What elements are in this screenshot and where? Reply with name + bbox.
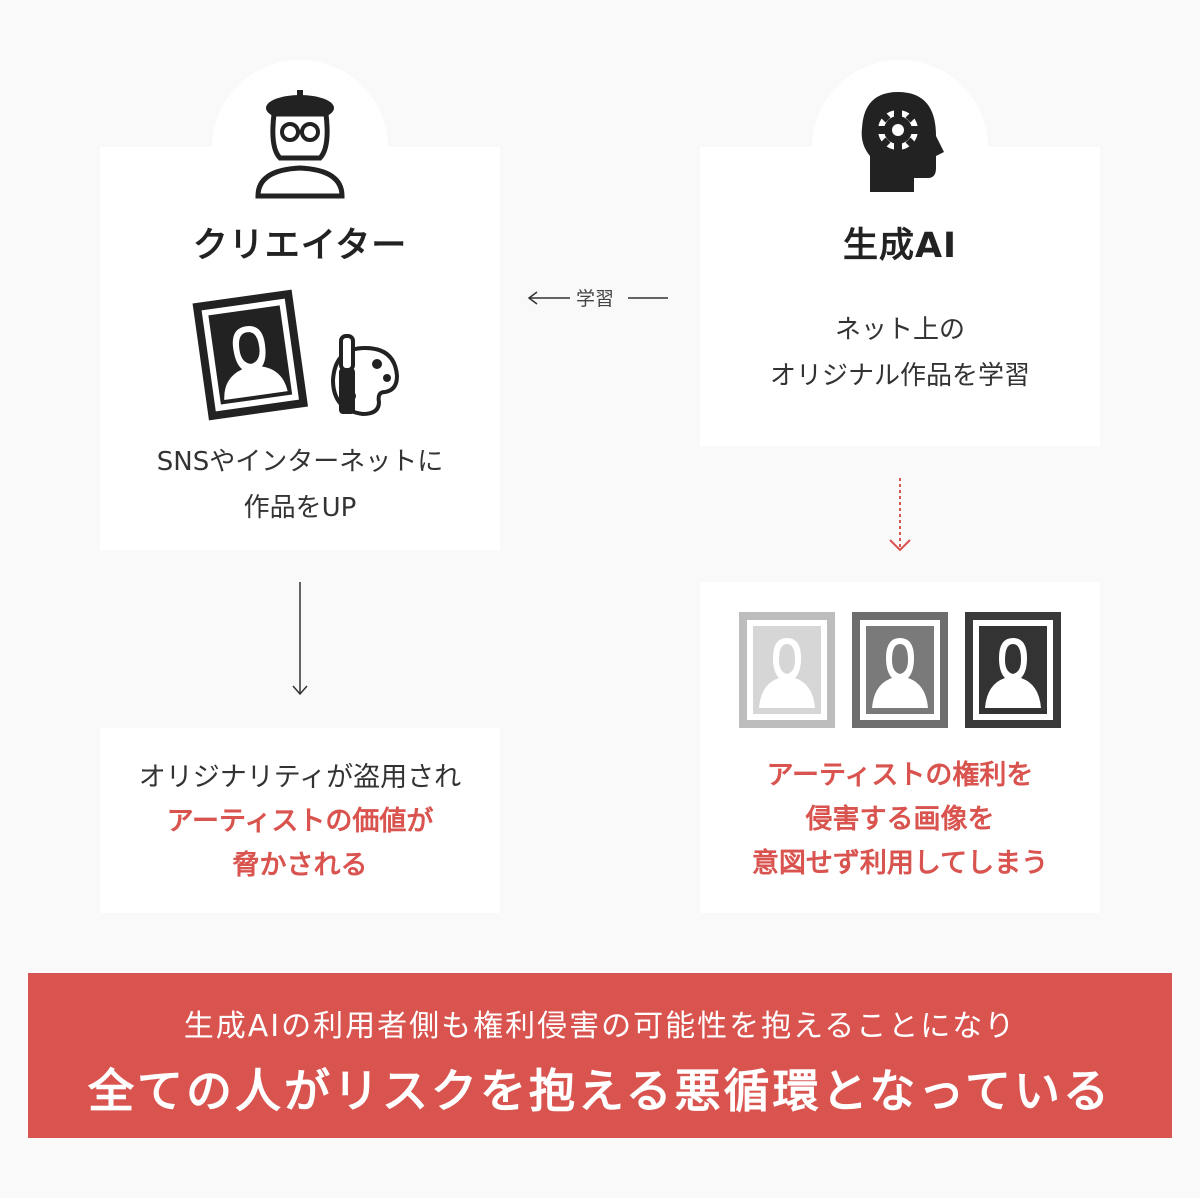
creator-title: クリエイター — [192, 226, 408, 266]
ai-result-text: アーティストの権利を 侵害する画像を 意図せず利用してしまう — [700, 754, 1100, 886]
ai-result-line3: 意図せず利用してしまう — [751, 848, 1049, 879]
creator-description-line2: 作品をUP — [243, 493, 357, 523]
palette-brush-icon — [330, 334, 400, 417]
creator-result-line2: アーティストの価値が — [166, 806, 434, 837]
ai-card: 生成AI ネット上の オリジナル作品を学習 — [700, 147, 1100, 446]
conclusion-banner: 生成AIの利用者側も権利侵害の可能性を抱えることになり 全ての人がリスクを抱える… — [28, 973, 1172, 1138]
ai-result-line2: 侵害する画像を — [805, 804, 995, 835]
portrait-frame-medium — [852, 612, 948, 728]
creator-result-text: オリジナリティが盗用され アーティストの価値が 脅かされる — [100, 756, 500, 888]
ai-description-line1: ネット上の — [834, 315, 965, 345]
ai-head-gear-icon — [861, 92, 944, 192]
creator-result-line3: 脅かされる — [232, 850, 368, 881]
learn-label: 学習 — [575, 288, 614, 310]
creator-card: クリエイター SNSやインターネットに 作品をUP — [100, 147, 500, 550]
portrait-frame-dark — [965, 612, 1061, 728]
creator-result-line1: オリジナリティが盗用され — [138, 762, 462, 793]
banner-line1: 生成AIの利用者側も権利侵害の可能性を抱えることになり — [183, 1009, 1017, 1044]
creator-description: SNSやインターネットに 作品をUP — [100, 439, 500, 531]
ai-description: ネット上の オリジナル作品を学習 — [700, 307, 1100, 399]
creator-result-card: オリジナリティが盗用され アーティストの価値が 脅かされる — [100, 728, 500, 913]
artist-icon — [255, 90, 345, 199]
ai-down-arrow — [889, 478, 911, 552]
portrait-frame-light — [739, 612, 835, 728]
banner-line2: 全ての人がリスクを抱える悪循環となっている — [88, 1064, 1112, 1118]
framed-portrait-icon — [192, 289, 309, 421]
learn-arrow — [527, 291, 668, 305]
creator-description-line1: SNSやインターネットに — [156, 447, 444, 477]
ai-result-line1: アーティストの権利を — [766, 760, 1034, 791]
ai-description-line2: オリジナル作品を学習 — [769, 361, 1030, 391]
creator-down-arrow — [292, 582, 308, 696]
ai-title: 生成AI — [842, 226, 958, 266]
